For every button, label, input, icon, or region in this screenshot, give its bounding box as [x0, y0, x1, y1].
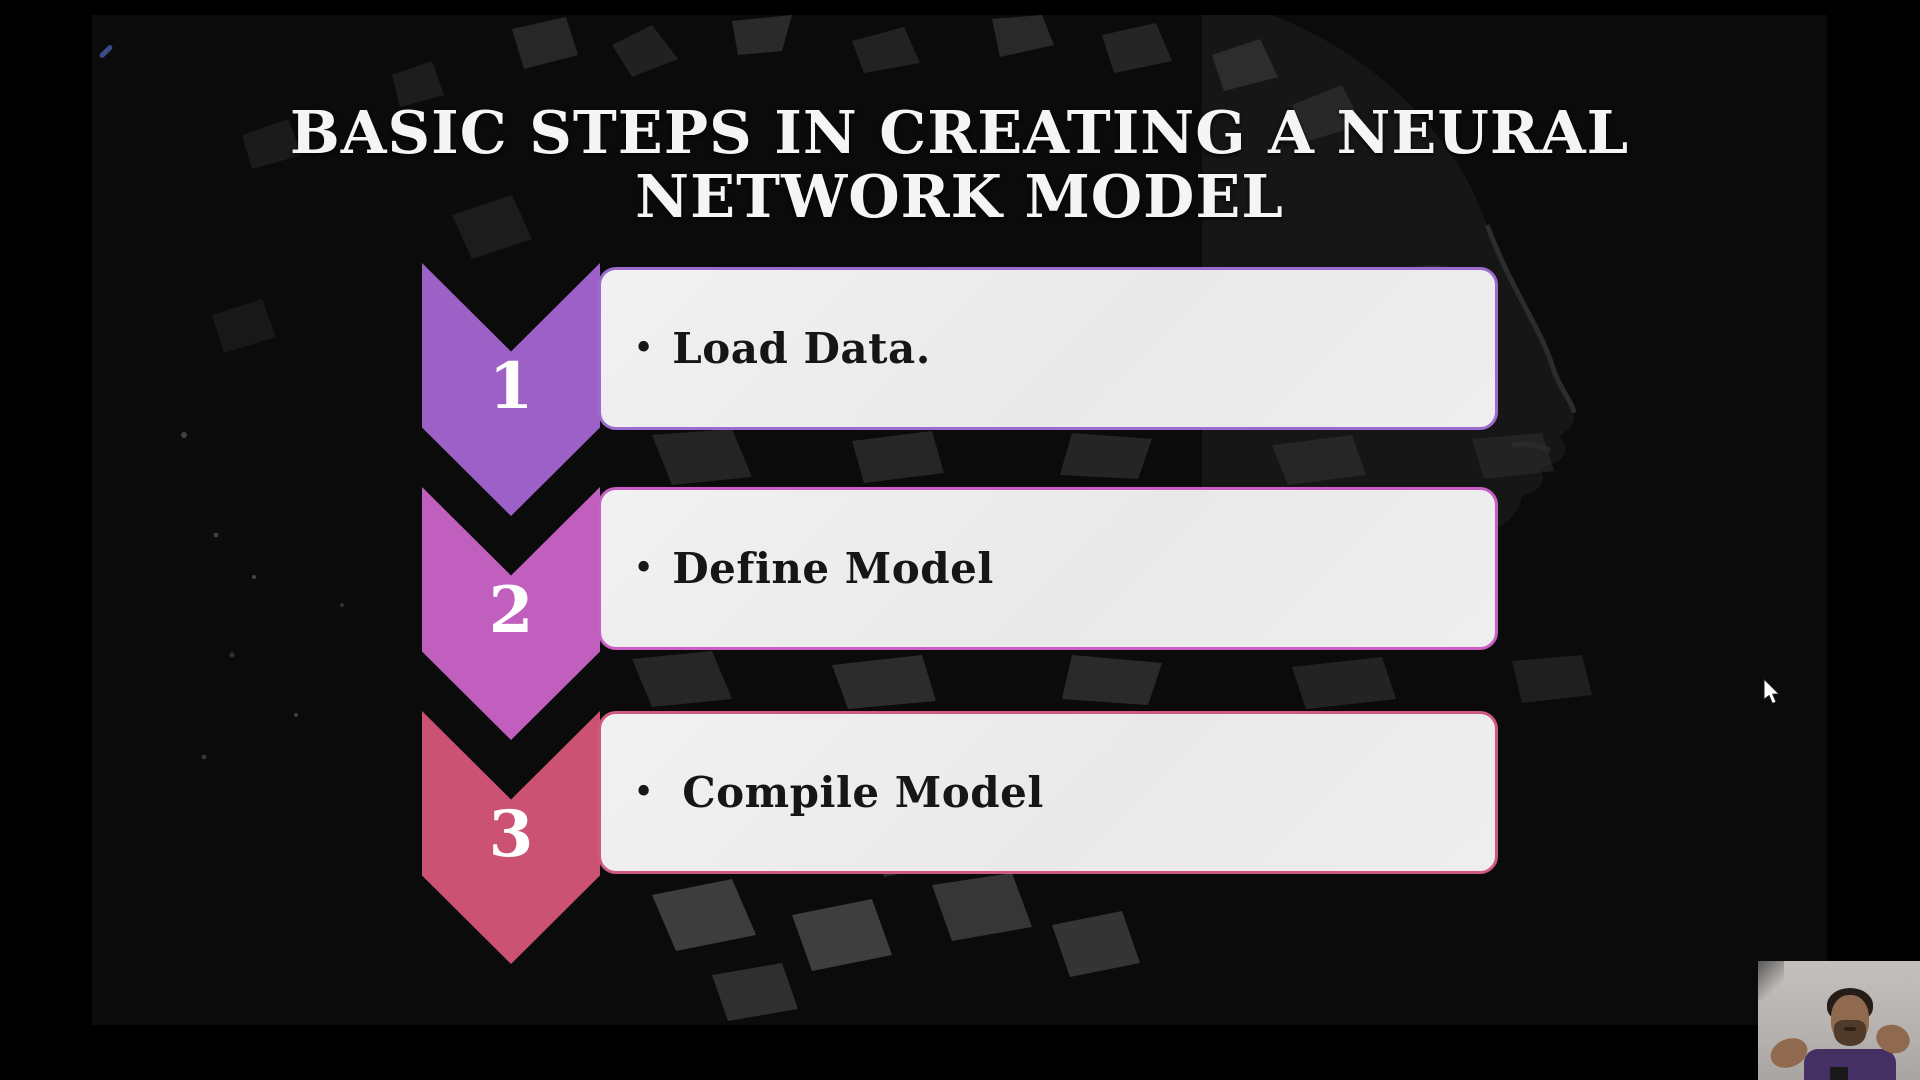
bullet-icon: •	[633, 327, 655, 369]
presenter-phone	[1830, 1067, 1848, 1080]
presenter-mouth	[1844, 1027, 1856, 1031]
title-line-2: NETWORK MODEL	[635, 162, 1284, 231]
step-2-number: 2	[488, 573, 534, 648]
step-1-box: • Load Data.	[598, 267, 1498, 430]
step-3-box: • Compile Model	[598, 711, 1498, 874]
webcam-overlay	[1758, 961, 1920, 1080]
webcam-corner-shade	[1758, 961, 1784, 1001]
title-line-1: BASIC STEPS IN CREATING A NEURAL	[289, 98, 1630, 167]
background-fragments	[212, 15, 1362, 353]
band-fragments-1	[652, 429, 1554, 485]
step-3-number: 3	[488, 797, 534, 872]
mouse-cursor-icon	[1763, 678, 1781, 705]
bullet-icon: •	[633, 547, 655, 589]
bullet-icon: •	[633, 771, 655, 813]
speckles	[181, 432, 344, 760]
presenter-beard	[1834, 1020, 1866, 1046]
background-art	[181, 15, 1592, 1021]
presenter-shirt	[1804, 1049, 1896, 1080]
band-fragments-2	[632, 651, 1592, 709]
step-3-label: Compile Model	[682, 767, 1044, 817]
step-2-box: • Define Model	[598, 487, 1498, 650]
step-1-number: 1	[488, 349, 534, 424]
step-2-label: Define Model	[672, 543, 994, 593]
step-1-label: Load Data.	[672, 323, 931, 373]
